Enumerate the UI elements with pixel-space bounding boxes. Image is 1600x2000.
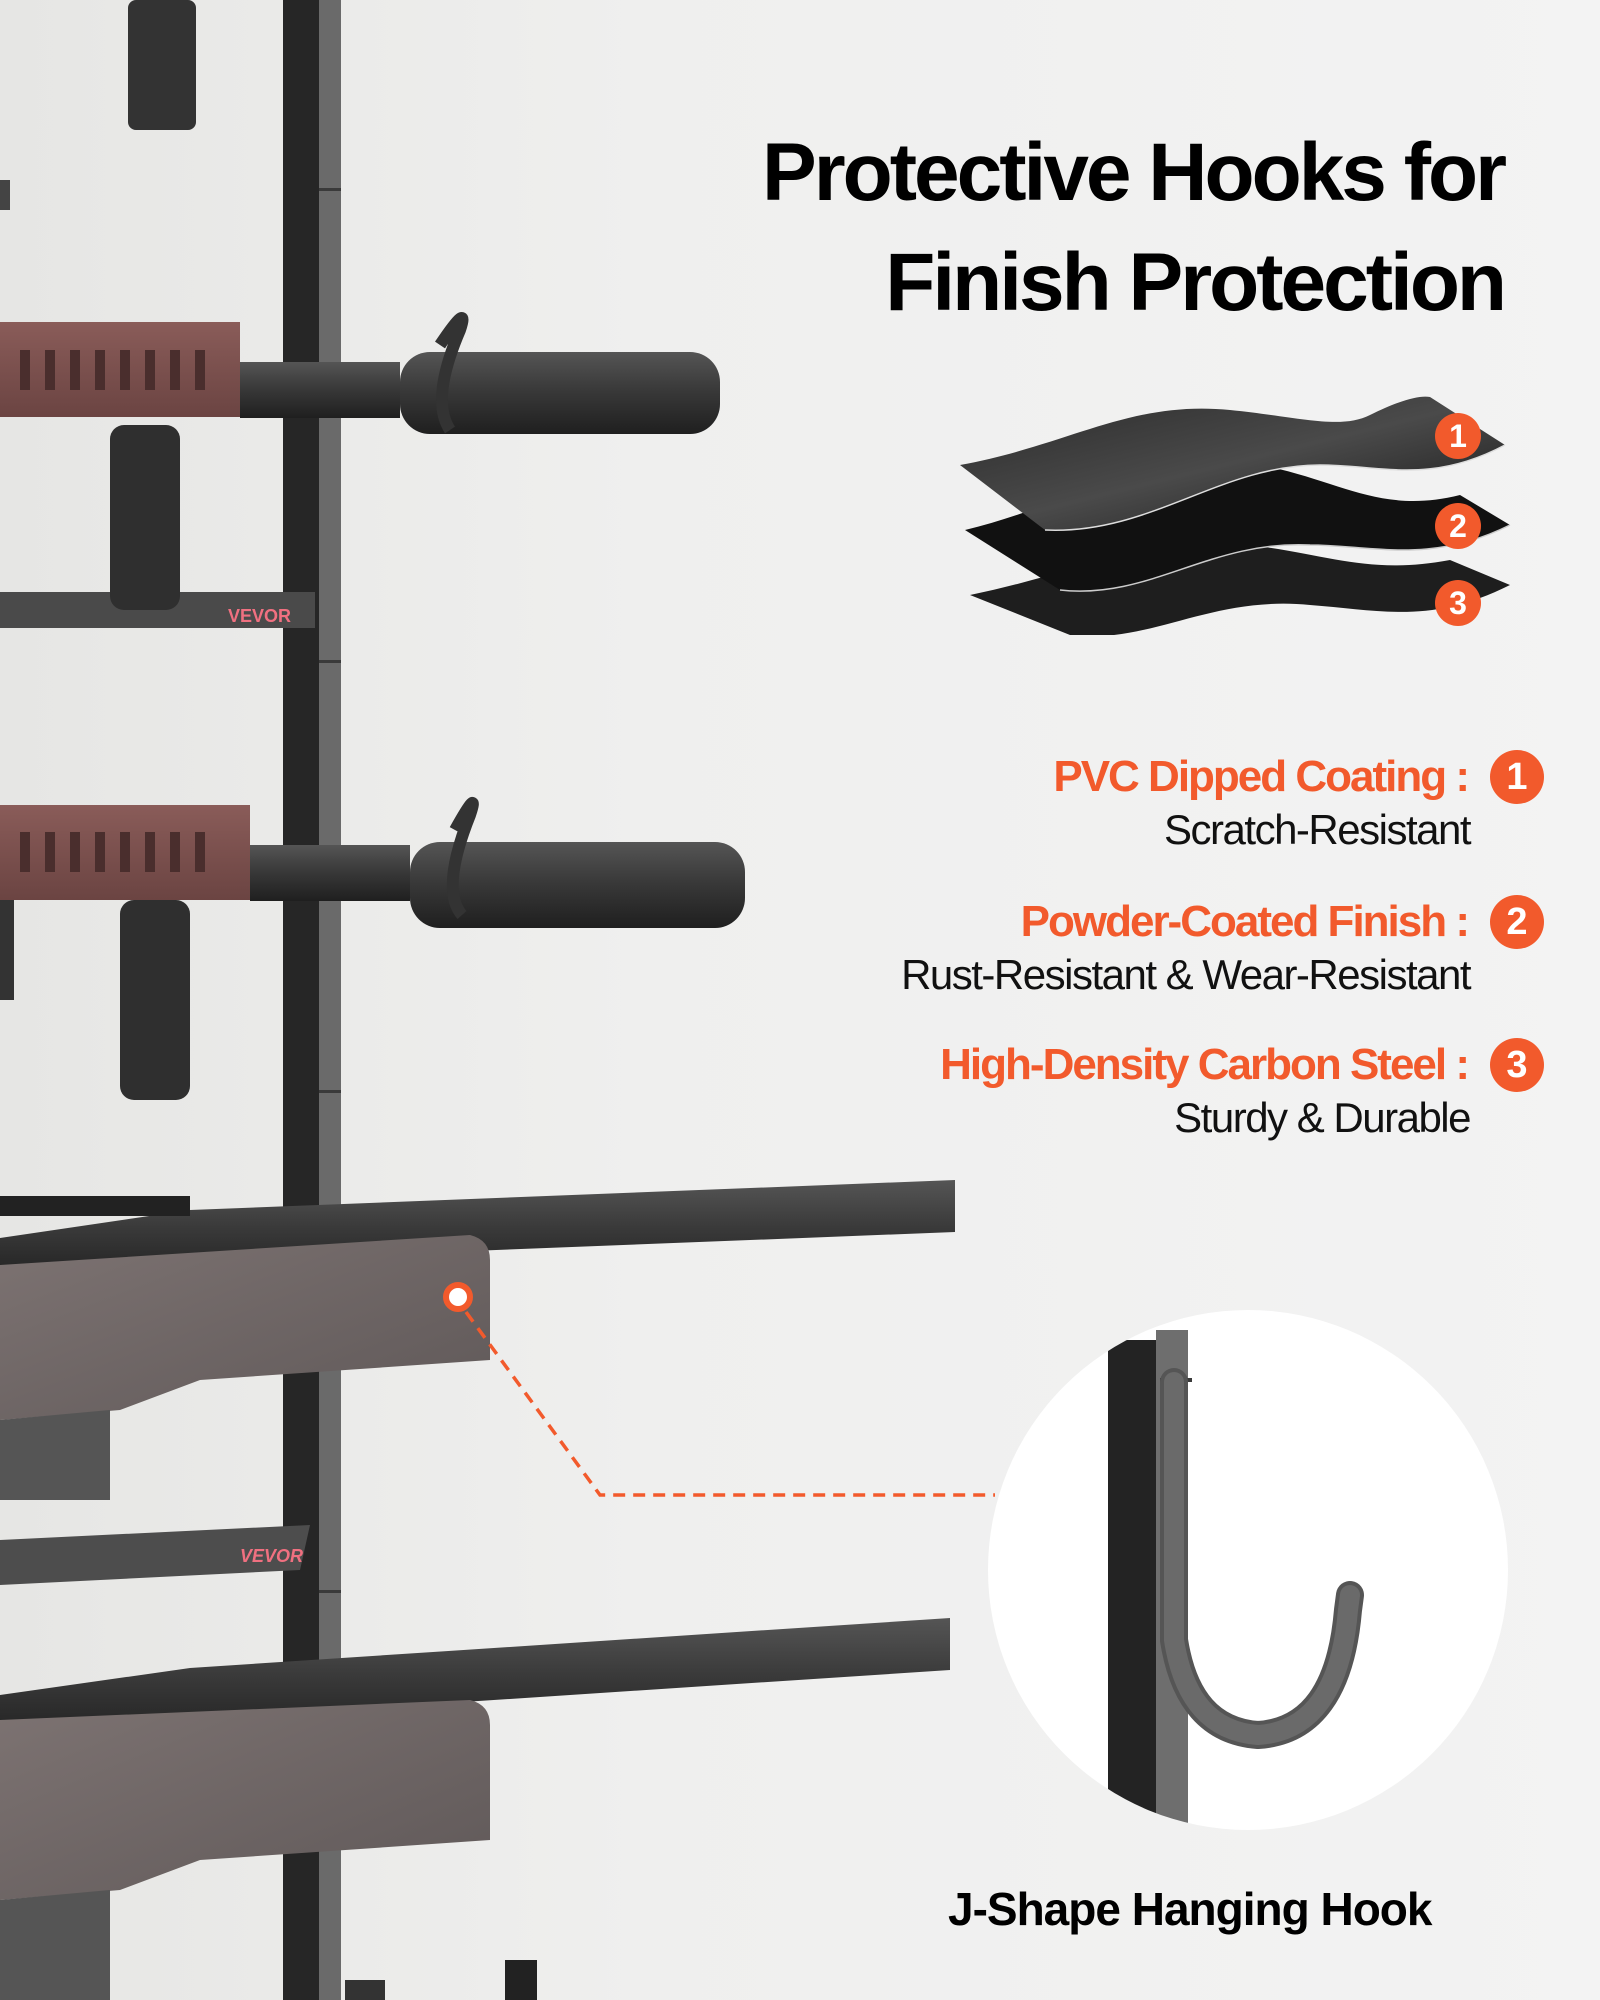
- vevor-logo: VEVOR: [228, 606, 291, 626]
- gun-rack-photo: VEVOR: [0, 0, 995, 2000]
- callout-point: [443, 1282, 473, 1312]
- callout-dashed-line: [464, 1310, 995, 1497]
- title-line-1: Protective Hooks for: [762, 127, 1507, 218]
- title-line-2: Finish Protection: [885, 237, 1507, 328]
- coating-layers-graphic: 1 2 3: [950, 385, 1530, 637]
- vevor-logo: VEVOR: [240, 1546, 303, 1566]
- page-title: Protective Hooks for Finish Protection: [762, 118, 1507, 338]
- rifle-4: [0, 1618, 950, 2000]
- layer-badge-1: 1: [1435, 413, 1481, 459]
- rifle-2: [0, 797, 745, 1100]
- rifle-3: [0, 1180, 955, 1500]
- layer-badge-2: 2: [1435, 503, 1481, 549]
- number-badge-1: 1: [1490, 750, 1544, 804]
- feature-subtitle: Scratch-Resistant: [1164, 806, 1471, 853]
- rifle-1: [0, 312, 720, 610]
- feature-title: Powder-Coated Finish :: [1020, 897, 1470, 946]
- feature-subtitle: Sturdy & Durable: [1174, 1094, 1471, 1141]
- hook-detail-inset: [988, 1310, 1508, 1830]
- hook-caption: J-Shape Hanging Hook: [948, 1883, 1432, 1935]
- layers-illustration: [960, 396, 1511, 637]
- feature-item-2: Powder-Coated Finish : 2 Rust-Resistant …: [901, 895, 1544, 999]
- layer-badge-3: 3: [1435, 580, 1481, 626]
- number-badge-2: 2: [1490, 895, 1544, 949]
- feature-subtitle: Rust-Resistant & Wear-Resistant: [901, 951, 1471, 998]
- feature-item-1: PVC Dipped Coating : 1 Scratch-Resistant: [1053, 750, 1544, 854]
- feature-item-3: High-Density Carbon Steel : 3 Sturdy & D…: [940, 1038, 1544, 1142]
- number-badge-3: 3: [1490, 1038, 1544, 1092]
- shelf-bar-2: VEVOR: [0, 1525, 310, 1585]
- feature-title: PVC Dipped Coating :: [1053, 752, 1470, 801]
- feature-title: High-Density Carbon Steel :: [940, 1040, 1470, 1089]
- j-hook-illustration: [1108, 1330, 1364, 1830]
